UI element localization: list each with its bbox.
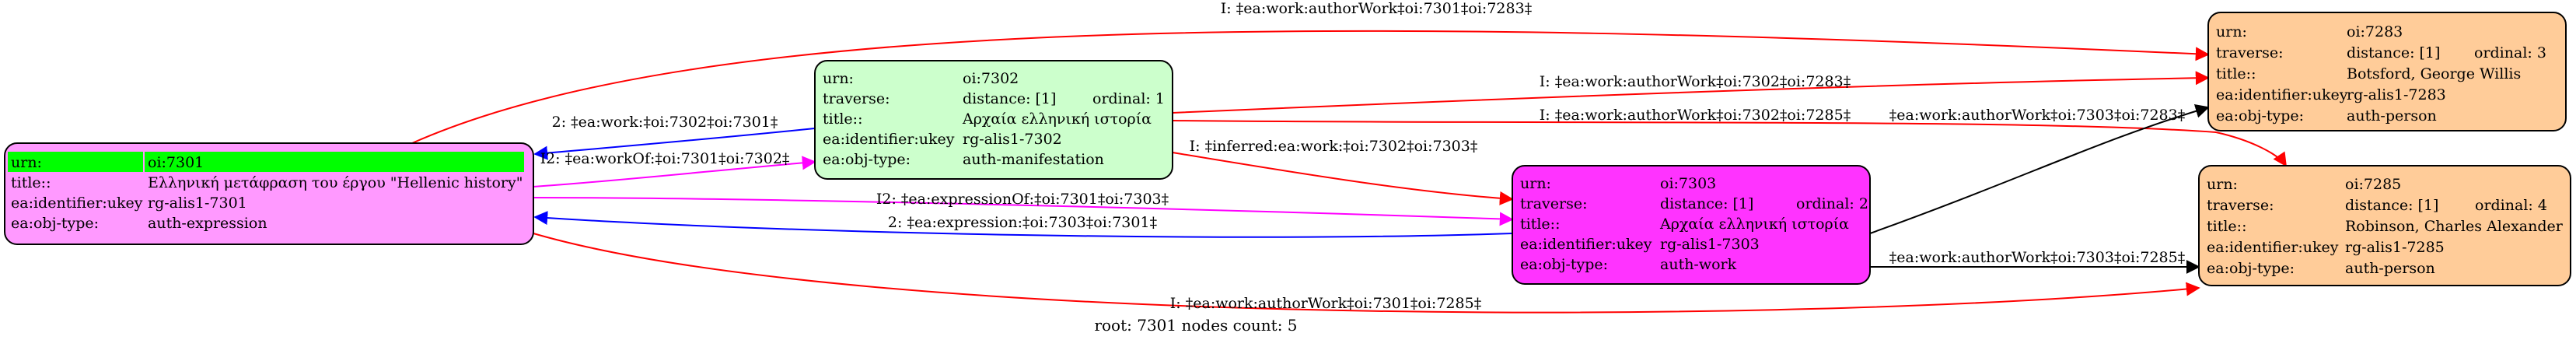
edge-e5[interactable]: [1172, 120, 2288, 167]
node-field-key: urn:: [2216, 23, 2247, 40]
node-field-value: auth-work: [1660, 256, 1737, 273]
node-field-value: oi:7283: [2347, 23, 2403, 40]
node-field-ordinal: ordinal: 3: [2474, 44, 2546, 61]
node-field-value: rg-alis1-7283: [2347, 86, 2446, 103]
node-field-key: title::: [823, 110, 862, 128]
edge-label-e3: I2: ‡ea:workOf:‡oi:7301‡oi:7302‡: [540, 150, 790, 167]
node-field-key: ea:identifier:ukey: [11, 195, 143, 212]
node-field-value: auth-expression: [148, 215, 267, 232]
node-box: [2198, 165, 2571, 286]
edge-e9[interactable]: [1869, 104, 2210, 234]
node-field-key: traverse:: [2207, 197, 2274, 214]
node-field-value: distance: [1]: [1660, 195, 1753, 212]
edge-label-e9: ‡ea:work:authorWork‡oi:7303‡oi:7283‡: [1889, 107, 2185, 124]
node-field-value: Robinson, Charles Alexander: [2345, 218, 2564, 235]
node-field-value: Botsford, George Willis: [2347, 65, 2521, 82]
node-field-value: oi:7285: [2345, 176, 2401, 193]
edge-e11[interactable]: [533, 233, 2200, 314]
node-field-key: ea:obj-type:: [2216, 107, 2304, 124]
node-field-value: oi:7302: [963, 70, 1019, 87]
node-field-value: rg-alis1-7285: [2345, 239, 2445, 256]
node-7283[interactable]: urn: oi:7283 traverse: distance: [1] ordinal…: [2207, 12, 2567, 131]
edge-e4[interactable]: [1172, 71, 2210, 114]
footer-text: root: 7301 nodes count: 5: [1094, 316, 1297, 335]
node-field-key: ea:identifier:ukey: [823, 131, 955, 148]
edge-e6[interactable]: [1172, 152, 1514, 205]
node-field-key: title::: [11, 174, 51, 191]
edge-label-e4: I: ‡ea:work:authorWork‡oi:7302‡oi:7283‡: [1540, 73, 1851, 90]
edge-label-e5: I: ‡ea:work:authorWork‡oi:7302‡oi:7285‡: [1540, 107, 1851, 124]
edge-e2[interactable]: [533, 128, 816, 160]
node-field-key: ea:obj-type:: [1520, 256, 1608, 273]
node-field-key: urn:: [11, 154, 42, 171]
node-field-key: ea:identifier:ukey: [2216, 86, 2348, 103]
edge-label-e8: 2: ‡ea:expression:‡oi:7303‡oi:7301‡: [888, 214, 1157, 231]
node-field-key: traverse:: [1520, 195, 1588, 212]
edge-label-e11: I: ‡ea:work:authorWork‡oi:7301‡oi:7285‡: [1170, 295, 1481, 312]
node-field-value: oi:7303: [1660, 175, 1716, 192]
highlight-value-cell: [145, 152, 524, 172]
edge-label-e1: I: ‡ea:work:authorWork‡oi:7301‡oi:7283‡: [1221, 0, 1532, 17]
highlight-key-cell: [8, 152, 143, 172]
edge-e7[interactable]: [533, 197, 1514, 226]
node-7285[interactable]: urn: oi:7285 traverse: distance: [1] ordinal…: [2198, 165, 2571, 286]
node-7303[interactable]: urn: oi:7303 traverse: distance: [1] ordinal…: [1512, 165, 1871, 285]
node-field-ordinal: ordinal: 2: [1796, 195, 1868, 212]
node-field-value: oi:7301: [148, 154, 204, 171]
node-field-key: ea:obj-type:: [2207, 260, 2295, 277]
edge-label-e7: I2: ‡ea:expressionOf:‡oi:7301‡oi:7303‡: [876, 191, 1169, 208]
edge-e1[interactable]: [411, 30, 2210, 144]
edge-label-e10: ‡ea:work:authorWork‡oi:7303‡oi:7285‡: [1889, 249, 2185, 266]
edge-label-e6: I: ‡inferred:ea:work:‡oi:7302‡oi:7303‡: [1190, 138, 1478, 155]
node-field-value: distance: [1]: [963, 90, 1056, 107]
node-field-value: rg-alis1-7303: [1660, 236, 1760, 253]
node-field-value: auth-manifestation: [963, 151, 1104, 168]
node-7302[interactable]: urn: oi:7302 traverse: distance: [1] ordinal…: [814, 60, 1173, 180]
node-box: [1512, 165, 1871, 285]
node-field-value: Ελληνική μετάφραση του έργου "Hellenic h…: [148, 174, 523, 191]
node-box: [2207, 12, 2567, 131]
node-field-key: traverse:: [823, 90, 890, 107]
node-field-value: auth-person: [2345, 260, 2435, 277]
node-box: [814, 60, 1173, 180]
node-field-key: ea:identifier:ukey: [1520, 236, 1652, 253]
node-field-value: rg-alis1-7301: [148, 195, 247, 212]
node-field-ordinal: ordinal: 1: [1092, 90, 1165, 107]
node-field-ordinal: ordinal: 4: [2475, 197, 2547, 214]
node-field-key: urn:: [2207, 176, 2238, 193]
node-field-key: title::: [2216, 65, 2256, 82]
node-field-key: title::: [2207, 218, 2246, 235]
node-field-key: ea:obj-type:: [11, 215, 99, 232]
edge-e3[interactable]: [533, 156, 816, 188]
node-field-key: urn:: [823, 70, 854, 87]
node-field-key: ea:identifier:ukey: [2207, 239, 2339, 256]
node-field-value: Αρχαία ελληνική ιστορία: [1659, 216, 1849, 233]
node-field-value: distance: [1]: [2345, 197, 2438, 214]
node-field-value: distance: [1]: [2347, 44, 2440, 61]
edge-e8[interactable]: [533, 211, 1513, 238]
node-field-value: Αρχαία ελληνική ιστορία: [962, 110, 1152, 128]
node-field-key: ea:obj-type:: [823, 151, 911, 168]
node-field-value: rg-alis1-7302: [963, 131, 1062, 148]
node-field-value: auth-person: [2347, 107, 2437, 124]
node-field-key: traverse:: [2216, 44, 2284, 61]
node-field-key: title::: [1520, 216, 1560, 233]
edge-label-e2: 2: ‡ea:work:‡oi:7302‡oi:7301‡: [552, 114, 778, 131]
node-field-key: urn:: [1520, 175, 1551, 192]
